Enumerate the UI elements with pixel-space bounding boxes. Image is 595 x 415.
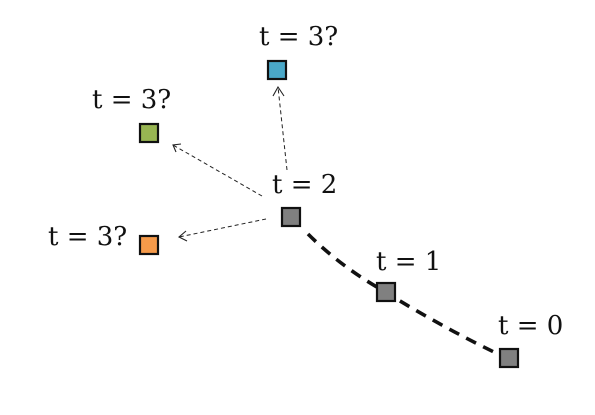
- candidate-arrow-green: [172, 143, 263, 197]
- label-t3-green: t = 3?: [92, 85, 171, 115]
- observed-position-t1: [375, 281, 397, 303]
- label-t1: t = 1: [376, 247, 441, 277]
- candidate-position-green: [138, 122, 160, 144]
- observed-position-t2: [280, 206, 302, 228]
- label-t2: t = 2: [272, 170, 337, 200]
- candidate-arrow-orange: [178, 218, 267, 242]
- observed-position-t0: [498, 347, 520, 369]
- label-t3-orange: t = 3?: [48, 222, 127, 252]
- candidate-position-blue: [266, 59, 288, 81]
- label-t3-blue: t = 3?: [259, 22, 338, 52]
- label-t0: t = 0: [498, 311, 563, 341]
- candidate-arrow-blue: [272, 85, 288, 171]
- candidate-position-orange: [138, 234, 160, 256]
